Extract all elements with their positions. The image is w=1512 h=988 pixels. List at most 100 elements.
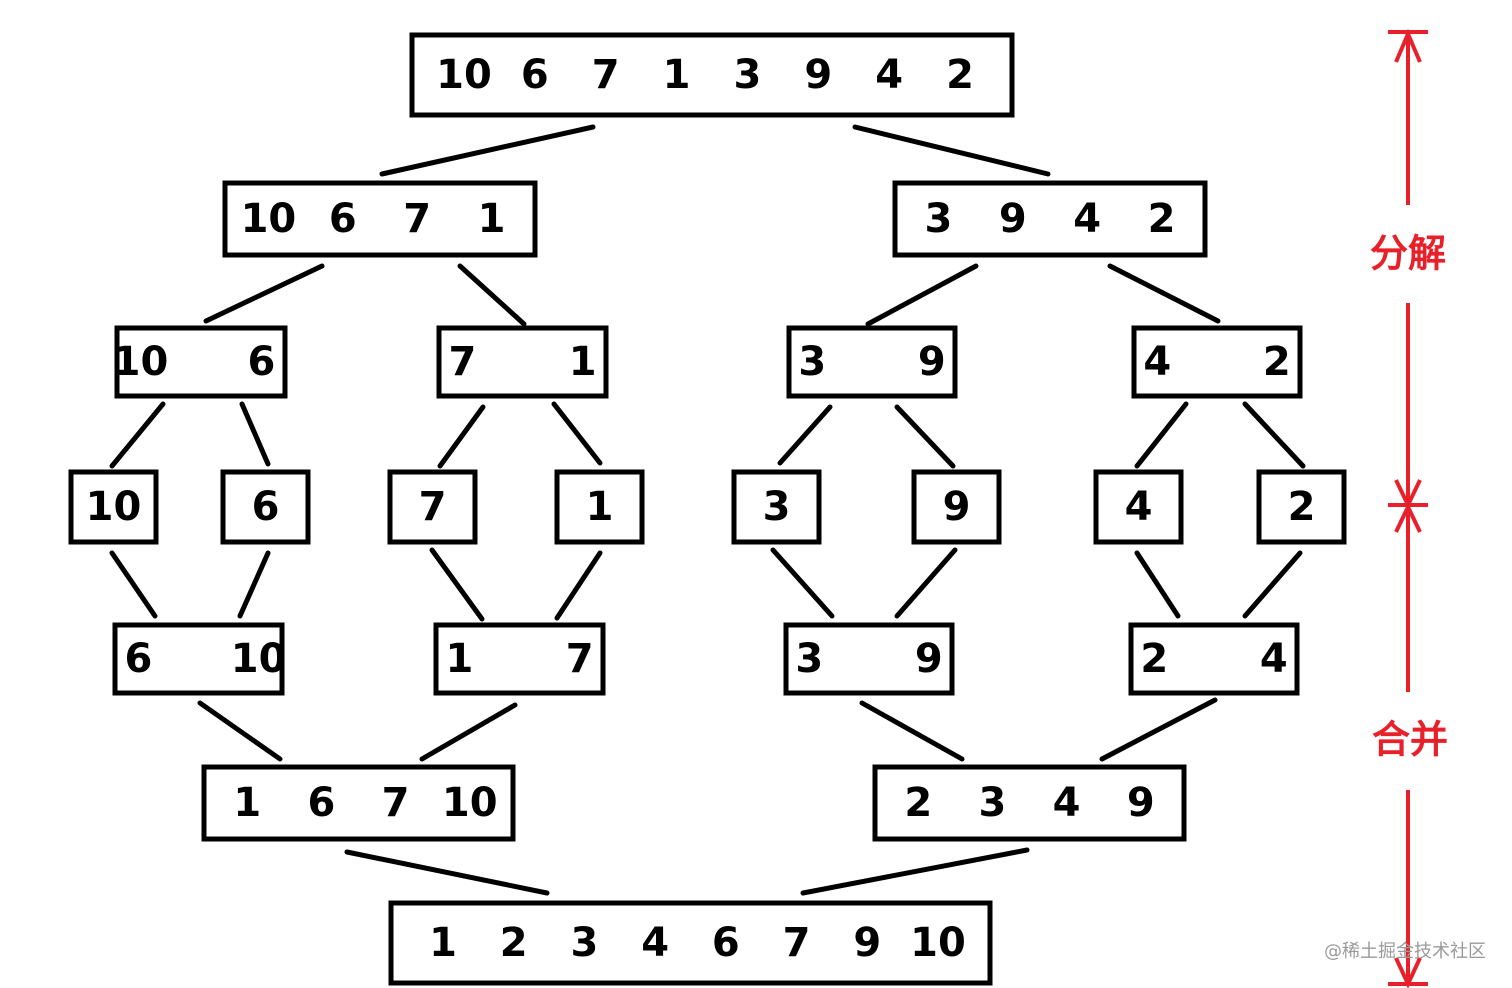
tree-edge xyxy=(1107,263,1221,324)
array-box-border xyxy=(114,325,288,399)
array-value: 3 xyxy=(978,780,1006,826)
array-value: 2 xyxy=(904,780,932,826)
tree-edge xyxy=(777,404,833,466)
array-value: 3 xyxy=(798,339,826,385)
tree-edge xyxy=(1134,401,1189,469)
array-value: 1 xyxy=(478,196,506,242)
tree-edges xyxy=(109,124,1306,896)
array-box-merge: 6 10 xyxy=(112,622,287,696)
array-value: 10 xyxy=(910,920,966,966)
array-box-border xyxy=(433,622,606,696)
array-box-border xyxy=(554,469,645,545)
array-box-border xyxy=(783,622,955,696)
array-value: 7 xyxy=(448,339,476,385)
array-value: 1 xyxy=(569,339,597,385)
array-box-border xyxy=(436,325,609,399)
array-value: 3 xyxy=(734,52,762,98)
array-value: 6 xyxy=(329,196,357,242)
array-value: 6 xyxy=(252,484,280,530)
array-box-border xyxy=(911,469,1002,545)
array-value: 2 xyxy=(1140,636,1168,682)
array-value: 9 xyxy=(943,484,971,530)
array-value: 6 xyxy=(124,636,152,682)
array-value: 10 xyxy=(231,636,287,682)
array-box-split: 10 xyxy=(68,469,159,545)
array-value: 4 xyxy=(1053,780,1081,826)
array-value: 4 xyxy=(1143,339,1171,385)
array-value: 10 xyxy=(86,484,142,530)
array-value: 9 xyxy=(804,52,832,98)
array-value: 9 xyxy=(853,920,881,966)
tree-edge xyxy=(379,124,596,177)
tree-edge xyxy=(1099,697,1218,762)
tree-edge xyxy=(770,547,835,619)
array-value: 4 xyxy=(875,52,903,98)
tree-edge xyxy=(419,702,518,762)
array-box-split: 6 xyxy=(220,469,311,545)
array-box-border xyxy=(387,469,478,545)
array-value: 3 xyxy=(763,484,791,530)
array-value: 6 xyxy=(248,339,276,385)
array-value: 4 xyxy=(1073,196,1101,242)
tree-edge xyxy=(437,404,486,469)
tree-edge xyxy=(344,849,550,896)
array-value: 1 xyxy=(429,920,457,966)
array-value: 2 xyxy=(1288,484,1316,530)
array-box-split: 4 xyxy=(1093,469,1184,545)
array-value: 3 xyxy=(795,636,823,682)
tree-edge xyxy=(859,700,965,762)
array-box-split: 9 xyxy=(911,469,1002,545)
array-value: 1 xyxy=(586,484,614,530)
array-value: 1 xyxy=(445,636,473,682)
array-value: 2 xyxy=(500,920,528,966)
array-value: 4 xyxy=(1260,636,1288,682)
array-value: 10 xyxy=(442,780,498,826)
array-value: 9 xyxy=(999,196,1027,242)
array-box-border xyxy=(1093,469,1184,545)
array-box-border xyxy=(201,764,516,842)
tree-edge xyxy=(457,263,527,327)
array-value: 10 xyxy=(241,196,297,242)
tree-edge xyxy=(865,263,979,327)
tree-edge xyxy=(237,550,271,619)
array-value: 2 xyxy=(1263,339,1291,385)
array-value: 7 xyxy=(592,52,620,98)
array-value: 2 xyxy=(1148,196,1176,242)
array-value: 7 xyxy=(566,636,594,682)
array-box-border xyxy=(222,180,538,258)
array-box-border xyxy=(1128,622,1300,696)
array-value: 3 xyxy=(571,920,599,966)
array-box-border xyxy=(220,469,311,545)
tree-edge xyxy=(852,124,1051,177)
array-value: 6 xyxy=(307,780,335,826)
watermark: @稀土掘金技术社区 xyxy=(1324,941,1486,962)
tree-edge xyxy=(554,550,603,621)
array-box-border xyxy=(1256,469,1347,545)
array-value: 7 xyxy=(403,196,431,242)
tree-edge xyxy=(1242,401,1306,469)
array-box-border xyxy=(112,622,285,696)
array-value: 7 xyxy=(783,920,811,966)
array-value: 3 xyxy=(924,196,952,242)
tree-edge xyxy=(551,401,603,466)
merge-label: 合并 xyxy=(1372,718,1448,762)
array-value: 1 xyxy=(663,52,691,98)
tree-edge xyxy=(1242,550,1303,619)
tree-edge xyxy=(203,263,325,324)
array-box-split: 3 xyxy=(731,469,822,545)
array-value: 9 xyxy=(1127,780,1155,826)
tree-edge xyxy=(109,550,158,619)
array-value: 7 xyxy=(419,484,447,530)
decompose-label: 分解 xyxy=(1370,232,1446,276)
tree-edge xyxy=(429,547,485,622)
